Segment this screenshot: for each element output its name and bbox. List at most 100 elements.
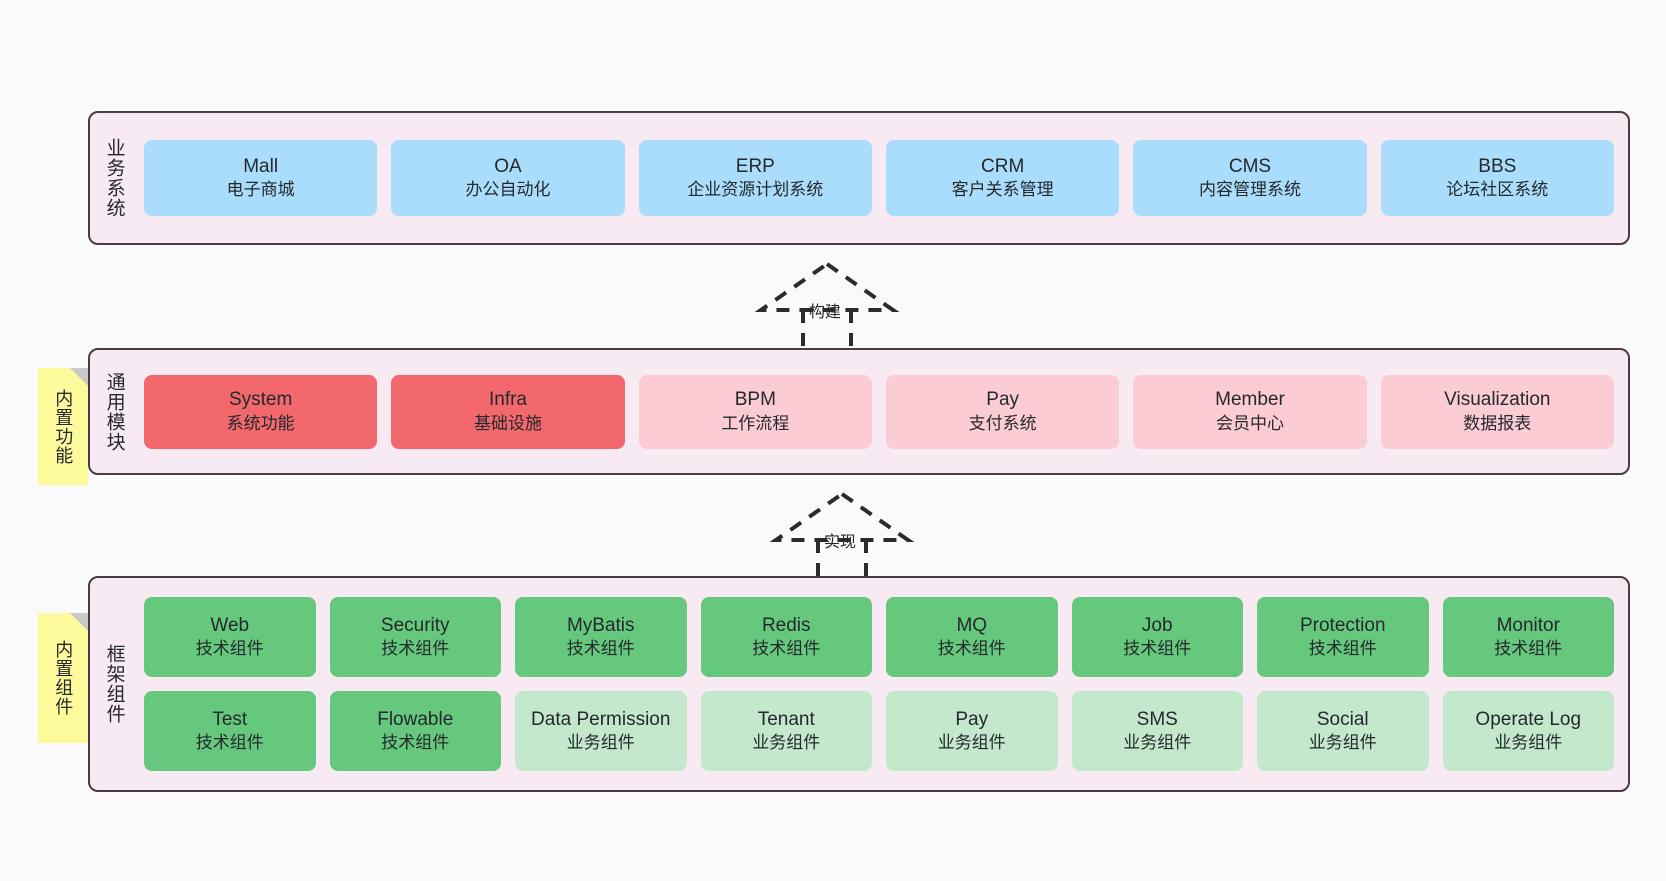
connector-build: 构建 xyxy=(745,258,915,358)
card-mq-cn: 技术组件 xyxy=(937,639,1006,659)
card-erp-en: ERP xyxy=(735,155,775,177)
card-data-permission-en: Data Permission xyxy=(531,708,671,730)
layer-framework-component-body: Web 技术组件 Security 技术组件 MyBatis 技术组件 Redi… xyxy=(138,578,1628,790)
card-data-permission[interactable]: Data Permission 业务组件 xyxy=(515,691,687,771)
card-infra-en: Infra xyxy=(488,389,527,411)
card-job[interactable]: Job 技术组件 xyxy=(1071,597,1243,677)
connector-implement-label: 实现 xyxy=(824,534,857,551)
card-pay-component-cn: 业务组件 xyxy=(937,733,1006,753)
card-flowable-en: Flowable xyxy=(377,708,454,730)
card-member-en: Member xyxy=(1215,389,1285,411)
card-job-en: Job xyxy=(1141,614,1173,636)
card-test-cn: 技术组件 xyxy=(195,733,264,753)
layer-common-module: 通用模块 System 系统功能 Infra 基础设施 BPM 工作流程 Pay… xyxy=(88,348,1630,475)
card-protection[interactable]: Protection 技术组件 xyxy=(1257,597,1429,677)
note-builtin-component-label: 内置组件 xyxy=(53,640,74,716)
card-sms-cn: 业务组件 xyxy=(1123,733,1192,753)
card-pay-component[interactable]: Pay 业务组件 xyxy=(886,691,1058,771)
card-operate-log-cn: 业务组件 xyxy=(1494,733,1563,753)
layer-business-system: 业务系统 Mall 电子商城 OA 办公自动化 ERP 企业资源计划系统 CRM… xyxy=(88,111,1630,245)
card-bpm-en: BPM xyxy=(734,389,776,411)
card-system-cn: 系统功能 xyxy=(226,413,295,433)
card-tenant-en: Tenant xyxy=(757,708,815,730)
card-redis[interactable]: Redis 技术组件 xyxy=(700,597,872,677)
connector-implement-arrow-icon xyxy=(769,491,915,582)
card-sms-en: SMS xyxy=(1136,708,1178,730)
note-builtin-function-label: 内置功能 xyxy=(53,388,74,465)
card-job-cn: 技术组件 xyxy=(1123,639,1192,659)
card-mall[interactable]: Mall 电子商城 xyxy=(144,140,378,216)
layer-framework-component: 框架组件 Web 技术组件 Security 技术组件 MyBatis 技术组件… xyxy=(88,576,1630,792)
card-web-cn: 技术组件 xyxy=(195,639,264,659)
card-visualization-en: Visualization xyxy=(1444,389,1551,411)
card-monitor-en: Monitor xyxy=(1496,614,1560,636)
common-card-row: System 系统功能 Infra 基础设施 BPM 工作流程 Pay 支付系统… xyxy=(144,374,1614,449)
card-pay-component-en: Pay xyxy=(955,708,989,730)
card-infra[interactable]: Infra 基础设施 xyxy=(391,374,625,449)
card-erp[interactable]: ERP 企业资源计划系统 xyxy=(638,140,872,216)
connector-implement: 实现 xyxy=(760,488,930,588)
card-pay-module-en: Pay xyxy=(986,389,1020,411)
card-mybatis-cn: 技术组件 xyxy=(566,639,635,659)
card-bbs-en: BBS xyxy=(1478,155,1517,177)
card-test[interactable]: Test 技术组件 xyxy=(144,691,316,771)
card-social[interactable]: Social 业务组件 xyxy=(1257,691,1429,771)
card-member[interactable]: Member 会员中心 xyxy=(1133,374,1367,449)
card-crm-cn: 客户关系管理 xyxy=(951,180,1054,200)
card-bpm-cn: 工作流程 xyxy=(721,413,790,433)
layer-business-system-title: 业务系统 xyxy=(103,138,125,218)
card-mq[interactable]: MQ 技术组件 xyxy=(886,597,1058,677)
card-system[interactable]: System 系统功能 xyxy=(144,374,378,449)
card-erp-cn: 企业资源计划系统 xyxy=(687,180,824,200)
card-data-permission-cn: 业务组件 xyxy=(566,733,635,753)
card-social-en: Social xyxy=(1316,708,1369,730)
card-visualization-cn: 数据报表 xyxy=(1463,413,1532,433)
card-oa-en: OA xyxy=(494,155,522,177)
card-protection-en: Protection xyxy=(1299,614,1386,636)
card-cms-en: CMS xyxy=(1228,155,1272,177)
card-bpm[interactable]: BPM 工作流程 xyxy=(638,374,872,449)
card-tenant-cn: 业务组件 xyxy=(752,733,821,753)
note-builtin-function: 内置功能 xyxy=(38,368,88,485)
card-oa[interactable]: OA 办公自动化 xyxy=(391,140,625,216)
card-security[interactable]: Security 技术组件 xyxy=(329,597,501,677)
card-flowable-cn: 技术组件 xyxy=(381,733,450,753)
card-oa-cn: 办公自动化 xyxy=(465,180,551,200)
card-crm[interactable]: CRM 客户关系管理 xyxy=(885,140,1120,216)
card-monitor[interactable]: Monitor 技术组件 xyxy=(1442,597,1614,677)
framework-business-row: Test 技术组件 Flowable 技术组件 Data Permission … xyxy=(144,691,1614,771)
card-operate-log[interactable]: Operate Log 业务组件 xyxy=(1442,691,1614,771)
card-redis-cn: 技术组件 xyxy=(752,639,821,659)
card-redis-en: Redis xyxy=(761,614,811,636)
card-bbs[interactable]: BBS 论坛社区系统 xyxy=(1380,140,1614,216)
card-infra-cn: 基础设施 xyxy=(473,413,542,433)
card-member-cn: 会员中心 xyxy=(1215,413,1284,433)
card-web[interactable]: Web 技术组件 xyxy=(144,597,316,677)
card-security-cn: 技术组件 xyxy=(381,639,450,659)
card-protection-cn: 技术组件 xyxy=(1308,639,1377,659)
layer-business-system-body: Mall 电子商城 OA 办公自动化 ERP 企业资源计划系统 CRM 客户关系… xyxy=(138,113,1628,243)
card-social-cn: 业务组件 xyxy=(1308,733,1377,753)
layer-common-module-body: System 系统功能 Infra 基础设施 BPM 工作流程 Pay 支付系统… xyxy=(138,350,1628,473)
card-bbs-cn: 论坛社区系统 xyxy=(1446,180,1549,200)
connector-build-label: 构建 xyxy=(809,304,842,321)
card-operate-log-en: Operate Log xyxy=(1475,708,1582,730)
card-cms[interactable]: CMS 内容管理系统 xyxy=(1133,140,1367,216)
note-builtin-component: 内置组件 xyxy=(38,613,88,743)
card-flowable[interactable]: Flowable 技术组件 xyxy=(329,691,501,771)
layer-framework-component-title: 框架组件 xyxy=(103,644,125,724)
card-security-en: Security xyxy=(380,614,450,636)
card-tenant[interactable]: Tenant 业务组件 xyxy=(700,691,872,771)
framework-tech-row: Web 技术组件 Security 技术组件 MyBatis 技术组件 Redi… xyxy=(144,597,1614,677)
card-mq-en: MQ xyxy=(956,614,988,636)
card-mybatis-en: MyBatis xyxy=(566,614,635,636)
card-visualization[interactable]: Visualization 数据报表 xyxy=(1380,374,1614,449)
card-crm-en: CRM xyxy=(981,155,1025,177)
card-mybatis[interactable]: MyBatis 技术组件 xyxy=(515,597,687,677)
card-pay-module[interactable]: Pay 支付系统 xyxy=(885,374,1120,449)
connector-build-arrow-icon xyxy=(754,261,900,352)
card-test-en: Test xyxy=(212,708,248,730)
card-pay-module-cn: 支付系统 xyxy=(968,413,1037,433)
card-sms[interactable]: SMS 业务组件 xyxy=(1071,691,1243,771)
